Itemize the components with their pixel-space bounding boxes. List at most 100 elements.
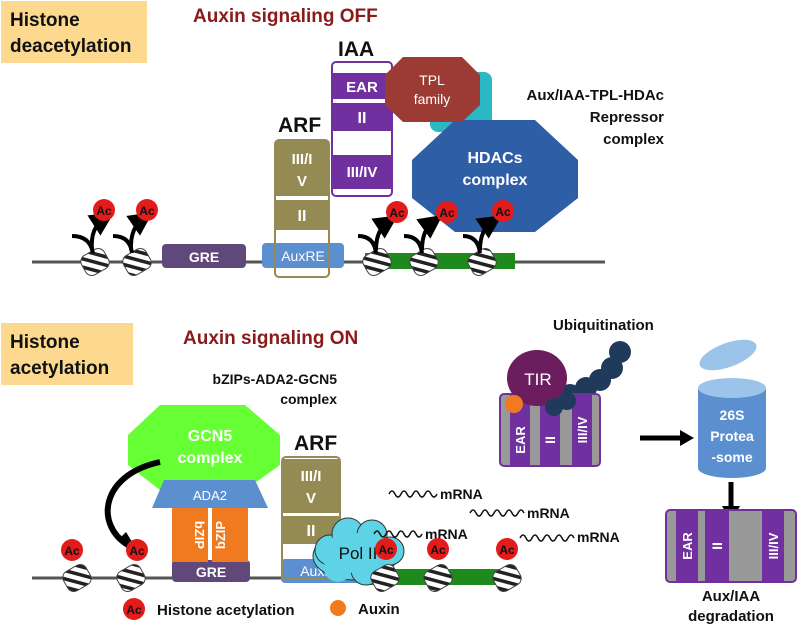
top-panel: Histone deacetylation Auxin signaling OF… <box>1 1 665 278</box>
histone-tail-arrow <box>87 212 115 251</box>
ac-label: Ac <box>64 544 80 558</box>
histone-tail-arrow <box>126 212 153 251</box>
histone-tail-arrow <box>475 215 502 251</box>
repressor-label-line2: Repressor <box>590 109 664 126</box>
nucleosome <box>116 564 146 592</box>
iaa-outline <box>331 61 393 197</box>
top-arf-domain-label-a: III/I <box>292 151 313 168</box>
nucleosome <box>362 248 392 276</box>
bzip-complex-label-line1: bZIPs-ADA2-GCN5 <box>213 371 338 387</box>
proteasome-lid <box>699 339 757 371</box>
top-arf-domain-3-4 <box>276 141 328 196</box>
top-arf-outline <box>274 139 330 278</box>
proteasome-bottom <box>698 458 766 478</box>
mrna-strands <box>373 490 575 542</box>
bottom-arf-domain-3-4 <box>283 459 339 513</box>
bottom-panel-label-box <box>1 323 133 385</box>
bottom-arf-domain-label-b: V <box>306 490 316 507</box>
ac-label: Ac <box>495 205 511 219</box>
mrna-strand <box>388 490 438 498</box>
bzip-right-label: bZIP <box>213 521 228 549</box>
acetylation-arrow <box>104 459 161 548</box>
bottom-panel-label-line2: acetylation <box>10 358 109 379</box>
top-ac-marks: Ac Ac Ac Ac Ac <box>93 199 514 223</box>
mrna-strand <box>469 509 525 517</box>
ac-label: Ac <box>389 206 405 220</box>
nucleosome <box>423 564 453 592</box>
iaa-domain-iii-iv <box>333 155 391 189</box>
top-auxre-box <box>262 243 344 268</box>
ac-circle <box>375 538 397 560</box>
ubiquitination-label: Ubiquitination <box>553 317 654 334</box>
nucleosome <box>492 564 522 592</box>
hdacs-label-line1: HDACs <box>467 150 522 167</box>
ac-circle <box>386 201 408 223</box>
top-arf-label: ARF <box>278 114 321 137</box>
ac-label: Ac <box>96 204 112 218</box>
mrna-label: mRNA <box>527 505 570 521</box>
iaa-label: IAA <box>338 38 374 61</box>
top-arf-domain-label-b: V <box>297 173 307 190</box>
proteasome <box>698 339 766 478</box>
bottom-arf-domain-label-c: II <box>307 523 316 540</box>
legend-acetylation-label: Histone acetylation <box>157 602 295 619</box>
gcn5-label-line1: GCN5 <box>188 428 233 445</box>
iaa-domain-iii-iv-label: III/IV <box>347 164 378 181</box>
histone-tail <box>357 234 378 254</box>
top-title: Auxin signaling OFF <box>193 6 378 27</box>
top-arf-domain-label-c: II <box>298 208 307 225</box>
top-gre-box <box>162 244 246 268</box>
histone-tail <box>112 234 134 254</box>
histone-tail <box>403 234 424 254</box>
gcn5-complex-shape <box>128 405 280 490</box>
tpl-label-line1: TPL <box>419 72 445 88</box>
ac-label: Ac <box>378 543 394 557</box>
proteasome-label-line2: Protea <box>710 428 754 444</box>
mrna-label: mRNA <box>440 486 483 502</box>
bottom-arf-domain-label-a: III/I <box>301 468 322 485</box>
ac-circle <box>427 538 449 560</box>
histone-tail <box>462 234 482 254</box>
degraded-iii-iv-domain <box>762 510 784 582</box>
degraded-iii-iv-label: III/IV <box>766 532 781 559</box>
ac-circle <box>136 199 158 221</box>
ubiquitin-bead <box>545 398 563 416</box>
auxin-dot <box>505 395 523 413</box>
bzip-complex-label-line2: complex <box>280 391 337 407</box>
nucleosome <box>370 564 400 592</box>
proteasome-top <box>698 378 766 398</box>
degradation-label-line1: Aux/IAA <box>702 588 761 605</box>
ac-circle <box>126 539 148 561</box>
ac-label: Ac <box>430 543 446 557</box>
ada2-shape <box>152 480 268 508</box>
ac-circle <box>436 201 458 223</box>
top-auxre-label: AuxRE <box>281 248 325 264</box>
aux-iaa-iii-iv-label: III/IV <box>575 416 590 443</box>
bottom-panel-label-line1: Histone <box>10 332 80 353</box>
bzip-right <box>212 508 248 562</box>
to-proteasome-arrow-head <box>680 430 694 446</box>
iaa-domain-ii-label: II <box>358 110 367 127</box>
nucleosome <box>409 248 439 276</box>
nucleosome <box>62 564 92 592</box>
bzip-left-label: bZIP <box>192 521 207 549</box>
tpl-label-line2: family <box>414 91 451 107</box>
ada2-label: ADA2 <box>193 488 227 503</box>
pol2-label: Pol II <box>339 544 378 563</box>
legend-ac-circle <box>123 598 145 620</box>
bottom-title: Auxin signaling ON <box>183 328 358 349</box>
ac-circle <box>496 538 518 560</box>
histone-tail-arrow <box>416 214 443 251</box>
mrna-strand <box>373 530 423 538</box>
mrna-strand <box>519 534 575 542</box>
tpl-family-shape <box>385 57 480 122</box>
bottom-nucleosomes <box>62 564 522 592</box>
repressor-label-line1: Aux/IAA-TPL-HDAc <box>527 87 665 104</box>
iaa-domain-ear-label: EAR <box>346 79 378 96</box>
bottom-panel: Histone acetylation Auxin signaling ON b… <box>1 317 797 625</box>
nucleosome <box>122 248 152 276</box>
bottom-arf-outline <box>281 456 341 580</box>
tir-label: TIR <box>524 370 551 389</box>
